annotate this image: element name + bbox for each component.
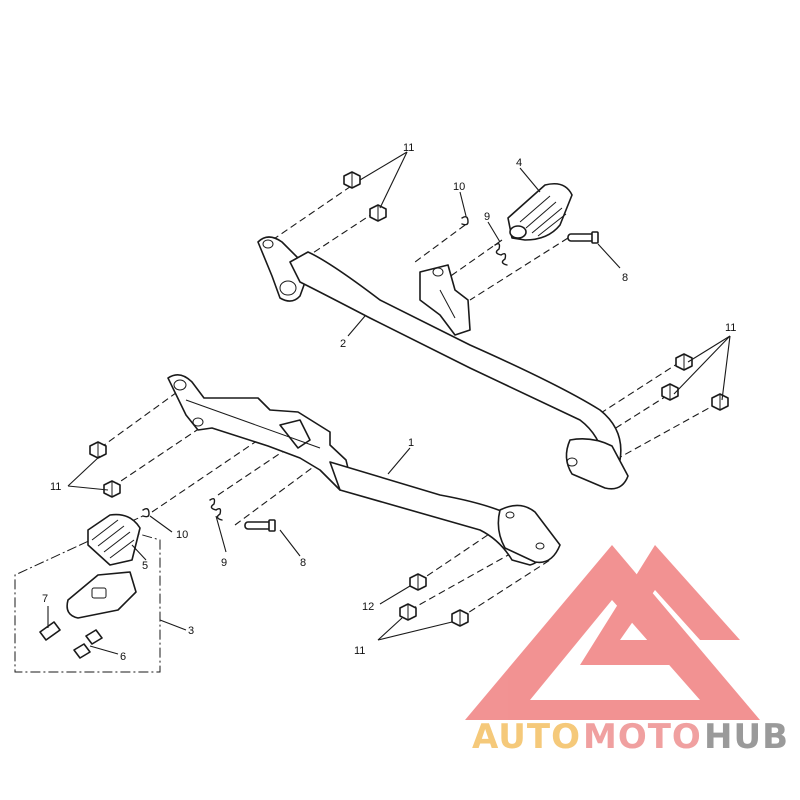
watermark-logo: [465, 545, 760, 720]
bolt-icon: [399, 603, 417, 621]
pivot-pin-upper: [567, 231, 599, 244]
callout-bolt-right: 11: [725, 322, 736, 334]
callout-bolt-short: 12: [362, 601, 374, 613]
callout-bolt-left: 11: [50, 481, 61, 493]
watermark-logo-inner: [580, 545, 740, 665]
callout-spring-upper: 9: [484, 211, 490, 223]
callout-grease-nipple: 7: [42, 593, 48, 605]
callout-pin-lower: 8: [300, 557, 306, 569]
watermark-text: AUTO MOTO HUB: [472, 717, 789, 757]
callout-bolt-lower-right: 11: [354, 645, 365, 657]
bolt-icon: [369, 204, 387, 222]
watermark-text-hub: HUB: [704, 717, 789, 757]
bolt-icon: [103, 480, 121, 498]
footpeg-assembly-group: [14, 513, 161, 673]
bolts: [89, 171, 729, 627]
watermark-logo-triangle: [465, 545, 760, 720]
bolt-icon: [675, 353, 693, 371]
callout-bolt-upper: 11: [403, 142, 414, 154]
callout-clip-lower: 10: [176, 529, 188, 541]
callout-lower-rail: 1: [408, 437, 414, 449]
callout-footpeg-bolts: 6: [120, 651, 126, 663]
bolt-icon: [661, 383, 679, 401]
bolt-icon: [39, 621, 61, 641]
front-footpeg-bracket: [66, 571, 137, 619]
clip-lower: [142, 507, 150, 518]
callout-rear-footpeg: 4: [516, 157, 522, 169]
callout-footpeg-assembly: 3: [188, 625, 194, 637]
callout-pin-upper: 8: [622, 272, 628, 284]
clip-upper: [461, 215, 469, 226]
callout-clip-upper: 10: [453, 181, 465, 193]
upper-mounting-rail: [257, 236, 629, 490]
bolt-icon: [85, 629, 103, 645]
bolt-icon: [409, 573, 427, 591]
watermark-text-moto: MOTO: [583, 717, 702, 757]
spring-lower: [209, 497, 223, 521]
front-footpeg-rubber: [87, 513, 141, 566]
bolt-icon: [451, 609, 469, 627]
callout-front-footpeg-rubber: 5: [142, 560, 148, 572]
callout-spring-lower: 9: [221, 557, 227, 569]
bolt-icon: [73, 643, 91, 659]
callout-upper-rail: 2: [340, 338, 346, 350]
watermark-text-auto: AUTO: [472, 717, 581, 757]
spring-upper: [494, 242, 508, 266]
pivot-pin-lower: [244, 519, 276, 532]
lower-mounting-rail: [167, 374, 561, 566]
leader-lines: [47, 151, 731, 655]
bolt-icon: [89, 441, 107, 459]
callout-labels: 11 4 10 9 8 2 11 1 11 10 9 8 5 3 7 6 12 …: [42, 142, 736, 663]
bolt-icon: [343, 171, 361, 189]
bolt-icon: [711, 393, 729, 411]
rear-footpeg: [507, 182, 573, 241]
